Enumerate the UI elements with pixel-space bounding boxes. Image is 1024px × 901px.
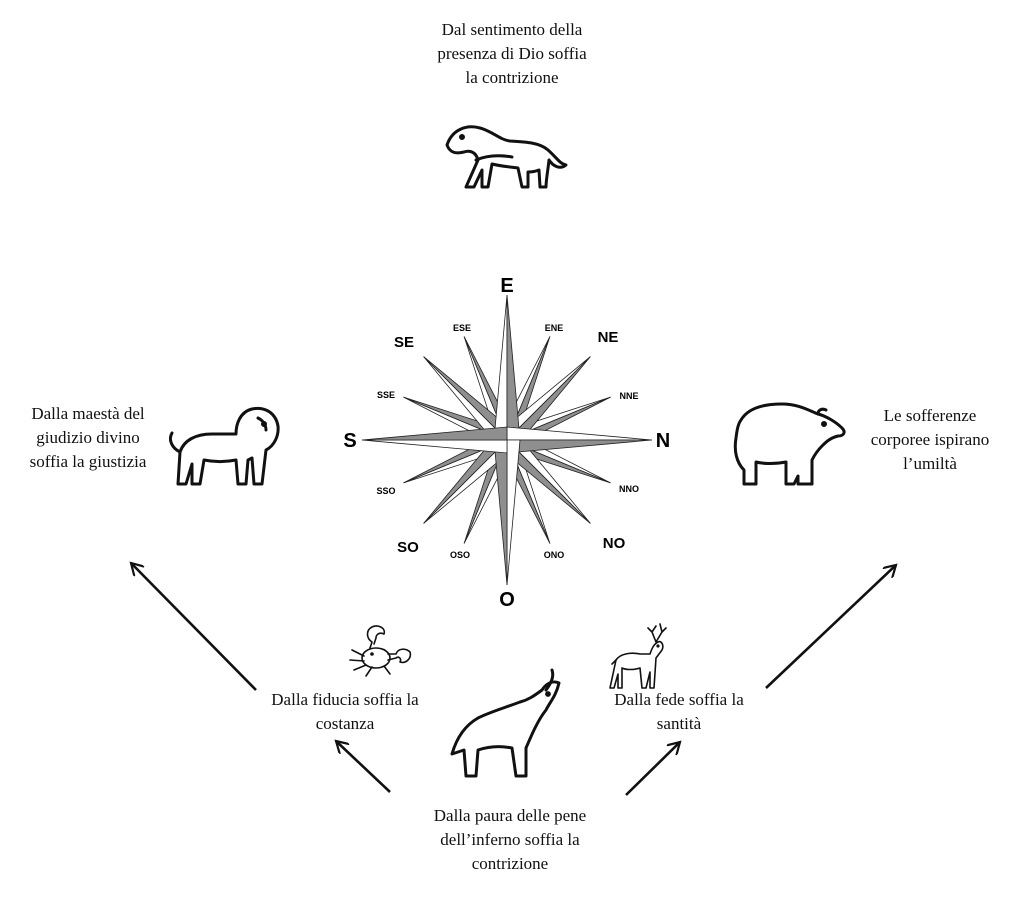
text-trust-constancy: Dalla fiducia soffia la costanza (271, 690, 419, 733)
compass-label-sse: SSE (377, 390, 395, 400)
deer-icon (609, 623, 667, 689)
compass-label-no: NO (603, 535, 626, 552)
compass-label-s: S (343, 430, 356, 452)
text-left-justice: Dalla maestà del giudizio divino soffia … (29, 404, 147, 471)
compass-label-se: SE (394, 334, 414, 351)
text-right-humility: Le sofferenze corporee ispirano l’umiltà (870, 406, 990, 473)
arrow-to-deer-text (625, 742, 680, 796)
compass-label-ene: ENE (545, 323, 564, 333)
compass-points (361, 294, 653, 586)
text-faith-sanctity: Dalla fede soffia la santità (614, 690, 744, 733)
compass-label-e: E (500, 275, 513, 297)
crab-icon (349, 625, 412, 677)
bear-icon (733, 402, 846, 486)
compass-label-n: N (656, 430, 670, 452)
compass-label-ono: ONO (544, 550, 565, 560)
compass-label-ese: ESE (453, 323, 471, 333)
lion-icon (168, 406, 280, 486)
compass-main-point-3-dark (361, 426, 508, 441)
compass-label-ne: NE (598, 329, 619, 346)
panther-icon (445, 125, 568, 189)
compass-labels: E N O S NE SE SO NO ENE NNE NNO ONO OSO … (343, 275, 670, 611)
text-bottom-fear-of-hell: Dalla paura delle pene dell’inferno soff… (433, 806, 587, 873)
compass-label-oso: OSO (450, 550, 470, 560)
compass-label-o: O (499, 589, 515, 611)
arrow-to-bear (765, 565, 896, 689)
wolf-icon (450, 668, 561, 778)
compass-label-so: SO (397, 539, 419, 556)
text-top-presence-of-god: Dal sentimento della presenza di Dio sof… (437, 20, 587, 87)
compass-label-nne: NNE (619, 391, 638, 401)
compass-label-sso: SSO (376, 486, 395, 496)
arrow-to-lion (131, 563, 257, 691)
arrow-to-crab-text (336, 741, 391, 793)
compass-label-nno: NNO (619, 484, 639, 494)
